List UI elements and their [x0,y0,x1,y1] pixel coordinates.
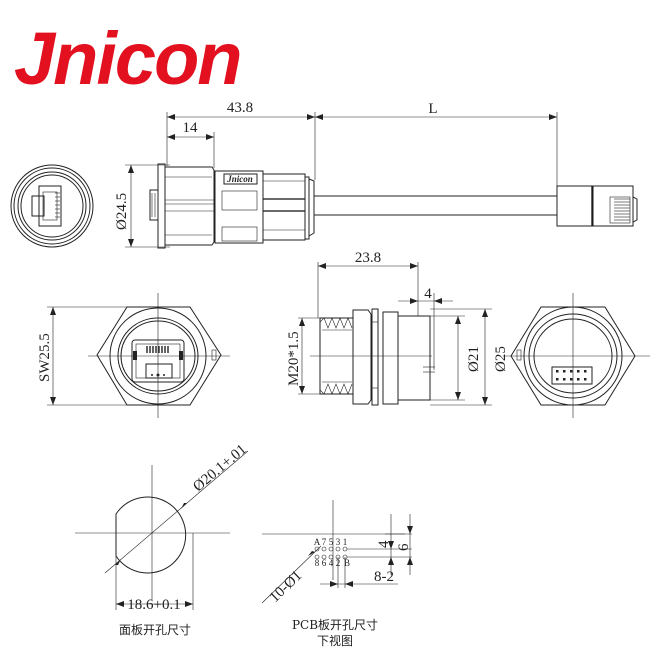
svg-text:4: 4 [329,558,334,568]
dim-hex-sw: SW25.5 [37,306,127,406]
svg-text:Ø24.5: Ø24.5 [114,193,130,230]
panel-cutout-drawing: 18.6+0.1 Ø20.1+.01 面板开孔尺寸 [75,441,250,637]
panel-side-view [310,308,435,406]
svg-text:14: 14 [183,120,199,136]
svg-text:1: 1 [343,537,348,547]
svg-text:6: 6 [396,543,412,551]
svg-text:4: 4 [424,286,432,302]
svg-text:5: 5 [329,537,334,547]
svg-text:Jnicon: Jnicon [226,174,253,184]
dim-panel-side: 23.8 4 M20*1.5 Ø21 Ø25 [286,250,509,406]
plug-side-view: Jnicon [149,163,638,249]
svg-text:Ø20.1+.01: Ø20.1+.01 [190,441,250,495]
svg-text:4: 4 [376,540,392,548]
svg-text:M20*1.5: M20*1.5 [286,331,302,386]
svg-text:10-Ø1: 10-Ø1 [267,568,306,606]
svg-text:18.6+0.1: 18.6+0.1 [127,597,180,613]
panel-front-view [88,293,230,418]
svg-text:B: B [344,558,350,568]
panel-rear-view [503,293,650,418]
svg-text:43.8: 43.8 [227,100,253,116]
svg-text:Ø21: Ø21 [466,346,482,372]
svg-text:3: 3 [336,537,341,547]
svg-text:面板开孔尺寸: 面板开孔尺寸 [119,623,191,637]
svg-text:8-2: 8-2 [374,569,394,585]
svg-text:下视图: 下视图 [317,633,353,648]
dim-diameter-24-5: Ø24.5 [114,164,170,248]
plug-front-view [10,164,94,248]
dim-top-lengths: 43.8 14 L [166,100,558,186]
svg-text:SW25.5: SW25.5 [37,333,53,382]
svg-text:7: 7 [322,537,327,547]
svg-text:Ø25: Ø25 [493,346,509,372]
svg-text:6: 6 [322,558,327,568]
brand-logo: Jnicon [14,17,240,100]
svg-text:L: L [428,101,437,117]
svg-text:A: A [314,537,321,547]
pcb-cutout-drawing: A 7 5 3 1 8 6 4 2 B 4 6 8-2 10-Ø1 PCB板开孔… [261,500,413,648]
svg-text:PCB板开孔尺寸: PCB板开孔尺寸 [292,618,378,632]
svg-text:23.8: 23.8 [355,250,381,266]
svg-text:8: 8 [315,558,320,568]
